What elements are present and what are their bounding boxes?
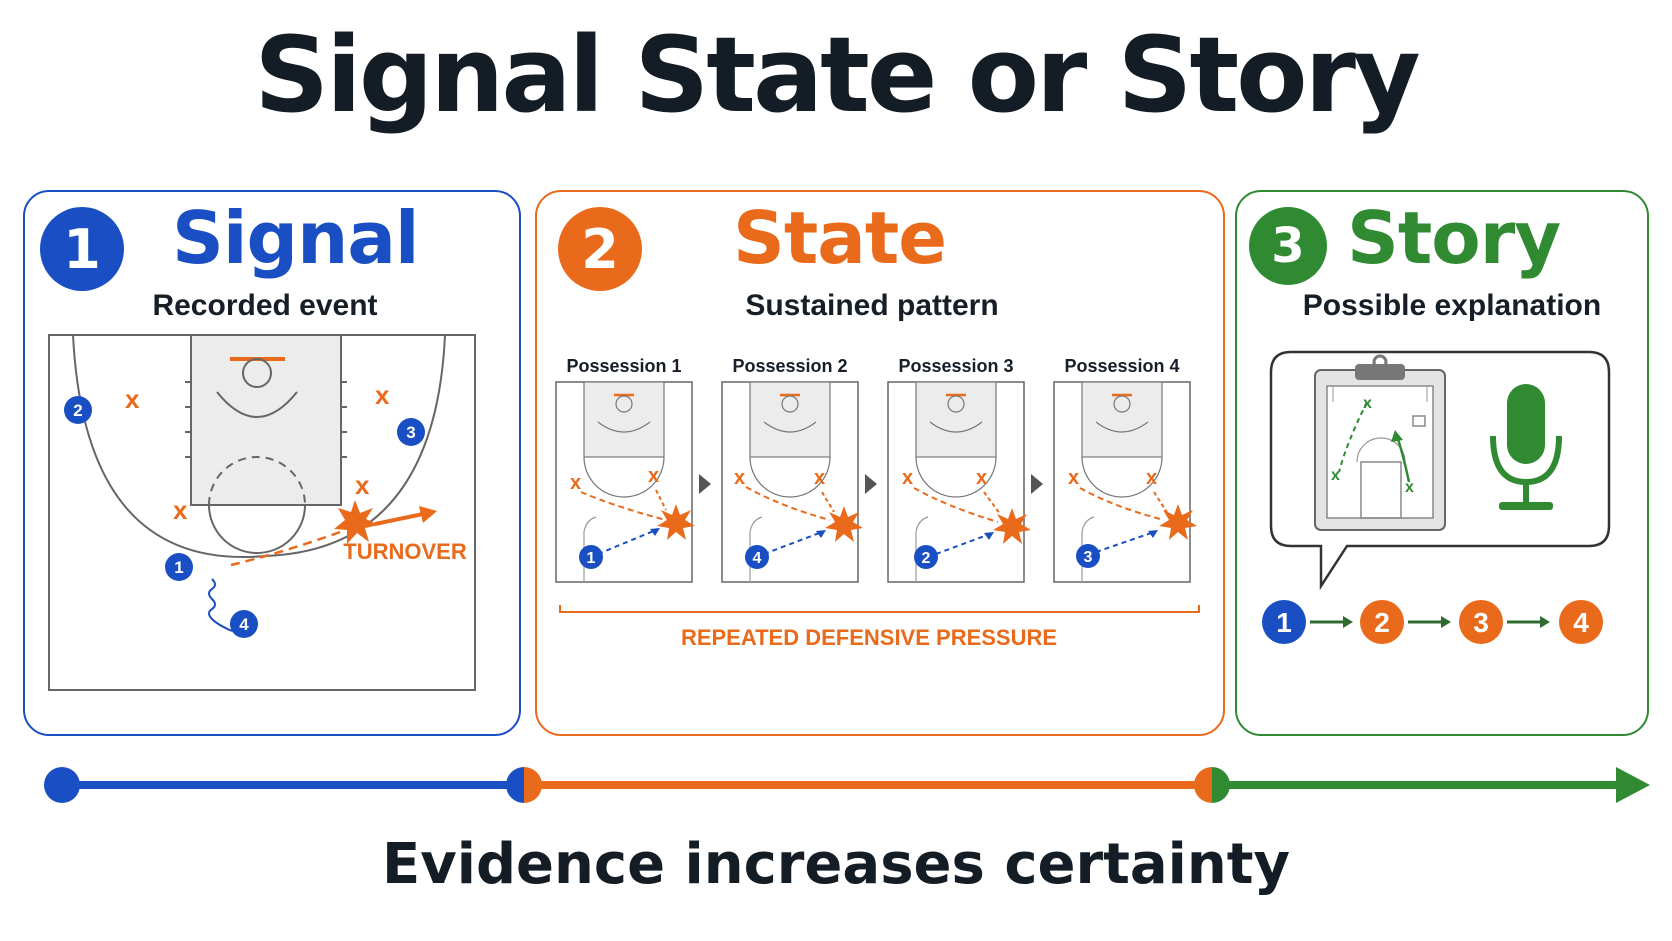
- possession-3-player-badge: [914, 545, 938, 569]
- svg-text:x: x: [976, 467, 987, 489]
- signal-number-badge: 1: [40, 207, 124, 291]
- svg-text:x: x: [1146, 467, 1157, 489]
- story-panel: 3 Story Possible explanation x x x: [1235, 190, 1649, 736]
- svg-text:4: 4: [753, 550, 762, 567]
- svg-text:Possession 3: Possession 3: [898, 356, 1013, 376]
- signal-subtitle: Recorded event: [152, 289, 378, 322]
- svg-text:2: 2: [1374, 607, 1390, 638]
- certainty-timeline: [44, 767, 1650, 803]
- defender-x: x: [375, 380, 390, 410]
- pass-path: [230, 530, 341, 567]
- hoop-circle: [242, 358, 272, 388]
- timeline-mid-dot-2: [1194, 767, 1212, 803]
- svg-text:x: x: [814, 467, 825, 489]
- story-sequence: 1 2 3 4: [1262, 600, 1603, 644]
- sequence-badge-3: [1459, 600, 1503, 644]
- svg-text:Possession 2: Possession 2: [732, 356, 847, 376]
- signal-court-diagram: x x x x TURNOVER 2 3 1 4: [48, 334, 476, 691]
- timeline-start-dot: [44, 767, 80, 803]
- state-heading: State: [733, 196, 947, 280]
- svg-text:1: 1: [174, 558, 183, 577]
- clipboard-icon: x x x: [1314, 354, 1446, 531]
- arrow-right-icon: [1343, 616, 1353, 628]
- state-number-badge: 2: [558, 207, 642, 291]
- svg-text:1: 1: [1276, 607, 1292, 638]
- microphone-icon: [1490, 384, 1562, 510]
- svg-text:x: x: [1331, 467, 1340, 484]
- story-subtitle: Possible explanation: [1302, 289, 1602, 322]
- state-subtitle: Sustained pattern: [745, 289, 999, 322]
- defender-x: x: [355, 470, 370, 500]
- svg-text:x: x: [570, 472, 581, 494]
- possession-2-player-badge: [745, 545, 769, 569]
- sequence-badge-2: [1360, 600, 1404, 644]
- turnover-burst-icon: [334, 500, 379, 544]
- svg-text:3: 3: [406, 423, 415, 442]
- story-illustration: x x x 1 2 3 4: [1262, 350, 1611, 644]
- player-2-badge: [64, 396, 92, 424]
- state-panel: 2 State Sustained pattern Possession 1 x…: [535, 190, 1225, 736]
- arrow-right-icon: [1540, 616, 1550, 628]
- arrow-right-icon: [1441, 616, 1451, 628]
- svg-text:Possession 4: Possession 4: [1064, 356, 1179, 376]
- svg-text:x: x: [734, 467, 745, 489]
- timeline-arrow-icon: [1616, 767, 1650, 803]
- svg-text:4: 4: [1573, 607, 1589, 638]
- svg-text:x: x: [648, 465, 659, 487]
- story-number-badge: 3: [1249, 207, 1327, 285]
- defender-x: x: [125, 384, 140, 414]
- svg-text:2: 2: [73, 401, 82, 420]
- dribble-path: [208, 578, 233, 632]
- chevron-right-icon: [865, 474, 877, 494]
- possessions-diagram: Possession 1 x x 1 Possession 2 x x 4: [554, 356, 1200, 650]
- player-4-badge: [230, 610, 258, 638]
- svg-text:1: 1: [587, 550, 596, 567]
- svg-text:4: 4: [239, 615, 249, 634]
- bracket-label: REPEATED DEFENSIVE PRESSURE: [681, 625, 1057, 650]
- signal-panel: 1 Signal Recorded event x x x x TURNOVER: [23, 190, 521, 736]
- player-3-badge: [397, 418, 425, 446]
- svg-text:x: x: [902, 467, 913, 489]
- sequence-badge-4: [1559, 600, 1603, 644]
- svg-text:x: x: [1405, 479, 1414, 496]
- player-1-badge: [165, 553, 193, 581]
- sequence-badge-1: [1262, 600, 1306, 644]
- pattern-bracket: [559, 605, 1200, 613]
- possession-3: Possession 3 x x 2: [886, 356, 1031, 584]
- possession-1: Possession 1 x x 1: [554, 356, 695, 584]
- signal-heading: Signal: [172, 196, 420, 280]
- footer-caption: Evidence increases certainty: [381, 832, 1291, 897]
- chevron-right-icon: [1031, 474, 1043, 494]
- page-title: Signal State or Story: [254, 14, 1420, 136]
- svg-text:2: 2: [922, 550, 931, 567]
- svg-text:x: x: [1068, 467, 1079, 489]
- svg-text:x: x: [1363, 395, 1372, 412]
- possession-2: Possession 2 x x 4: [720, 356, 863, 584]
- svg-text:3: 3: [1084, 549, 1093, 566]
- possession-4: Possession 4 x x 3: [1052, 356, 1197, 584]
- svg-text:3: 3: [1473, 607, 1489, 638]
- svg-text:Possession 1: Possession 1: [566, 356, 681, 376]
- possession-4-player-badge: [1076, 544, 1100, 568]
- chevron-right-icon: [699, 474, 711, 494]
- timeline-mid-dot-1: [506, 767, 524, 803]
- defender-x: x: [173, 495, 188, 525]
- arrow-head-icon: [419, 506, 437, 523]
- possession-1-player-badge: [579, 545, 603, 569]
- story-heading: Story: [1347, 196, 1561, 280]
- turnover-label: TURNOVER: [343, 539, 467, 564]
